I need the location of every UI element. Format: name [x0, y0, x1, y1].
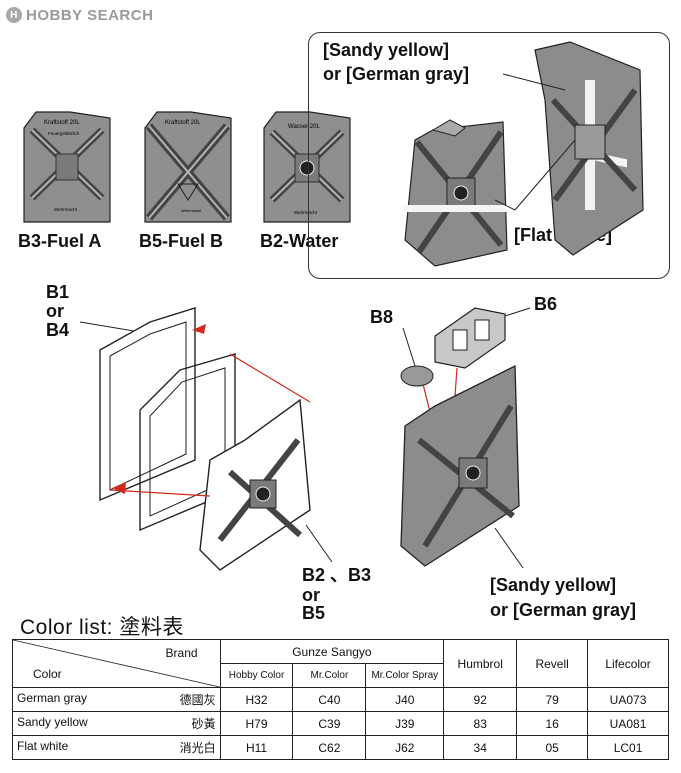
or-callout-1: or	[46, 301, 64, 321]
b3-can-text-2: Feuergefährlich	[48, 131, 80, 136]
b1-callout: B1	[46, 282, 70, 302]
lifecolor-header: Lifecolor	[587, 639, 669, 688]
mr-color-value: C39	[292, 711, 367, 736]
hobby-color-header: Hobby Color	[219, 663, 294, 688]
hobby-search-logo-icon: H	[6, 7, 22, 23]
b5-callout: B5	[302, 603, 326, 623]
humbrol-header: Humbrol	[443, 639, 518, 688]
table-row: German gray 德國灰 H32 C40 J40 92 79 UA073	[12, 687, 669, 712]
painting-guide-box	[308, 32, 670, 279]
or-callout-2: or	[302, 585, 320, 605]
cap-handle-assembly-illustration	[400, 307, 531, 569]
color-name-jp: 砂黃	[191, 717, 216, 731]
lifecolor-value: LC01	[587, 735, 669, 760]
mr-color-spray-value: J39	[365, 711, 445, 736]
painted-cans-illustration	[403, 41, 644, 267]
color-list-table: Brand Color Gunze Sangyo Humbrol Revell …	[12, 639, 669, 760]
hobby-color-value: H79	[219, 711, 294, 736]
humbrol-value: 34	[443, 735, 518, 760]
table-row: Sandy yellow 砂黃 H79 C39 J39 83 16 UA081	[12, 711, 669, 736]
lifecolor-value: UA073	[587, 687, 669, 712]
b4-callout: B4	[46, 320, 70, 340]
lifecolor-value: UA081	[587, 711, 669, 736]
b6-callout: B6	[534, 294, 558, 314]
color-name: Sandy yellow	[17, 715, 88, 729]
gunze-sangyo-header: Gunze Sangyo	[219, 639, 445, 664]
revell-value: 05	[516, 735, 589, 760]
mr-color-spray-value: J62	[365, 735, 445, 760]
b2-can-text-2: Wehrmacht	[294, 210, 318, 215]
top-color-callout: [Sandy yellow] or [German gray]	[323, 40, 470, 84]
brand-color-header-cell: Brand Color	[12, 639, 221, 688]
table-row: Flat white 消光白 H11 C62 J62 34 05 LC01	[12, 735, 669, 760]
color-name-jp: 消光白	[179, 741, 216, 755]
b2-b3-callout: B2 、B3	[302, 565, 372, 585]
hobby-color-value: H11	[219, 735, 294, 760]
color-name: Flat white	[17, 739, 69, 753]
humbrol-value: 92	[443, 687, 518, 712]
mr-color-spray-header: Mr.Color Spray	[365, 663, 445, 688]
color-list-caption: Color list: 塗料表	[20, 616, 184, 639]
b8-callout: B8	[370, 307, 394, 327]
mr-color-value: C40	[292, 687, 367, 712]
water-can-b2-illustration: Wasser 20L Wehrmacht	[263, 111, 351, 223]
b5-can-text-2: Wehrmacht	[181, 208, 202, 213]
fuel-can-b3-illustration: Kraftstoff 20L Feuergefährlich Wehrmacht	[23, 111, 111, 223]
revell-header: Revell	[516, 639, 589, 688]
fuel-can-b5-illustration: Kraftstoff 20L Wehrmacht	[144, 111, 232, 223]
brand-header: Brand	[165, 646, 198, 660]
color-name-jp: 德國灰	[179, 693, 216, 707]
color-name: German gray	[17, 691, 88, 705]
b2-can-text-1: Wasser 20L	[288, 124, 320, 130]
color-header: Color	[33, 667, 62, 681]
b5-fuel-b-label: B5-Fuel B	[139, 231, 224, 251]
bottom-color-callout: [Sandy yellow] or [German gray]	[490, 575, 637, 620]
b3-can-text-3: Wehrmacht	[54, 207, 78, 212]
logo-text: HOBBY SEARCH	[26, 6, 154, 24]
mr-color-spray-value: J40	[365, 687, 445, 712]
revell-value: 79	[516, 687, 589, 712]
hobby-color-value: H32	[219, 687, 294, 712]
mr-color-value: C62	[292, 735, 367, 760]
hobby-search-logo: H HOBBY SEARCH	[6, 5, 153, 25]
b3-fuel-a-label: B3-Fuel A	[18, 231, 102, 251]
revell-value: 16	[516, 711, 589, 736]
mr-color-header: Mr.Color	[292, 663, 367, 688]
frame-assembly-illustration	[79, 307, 333, 571]
b2-water-label: B2-Water	[260, 231, 339, 251]
b3-can-text-1: Kraftstoff 20L	[44, 120, 80, 126]
humbrol-value: 83	[443, 711, 518, 736]
b5-can-text-1: Kraftstoff 20L	[165, 120, 201, 126]
